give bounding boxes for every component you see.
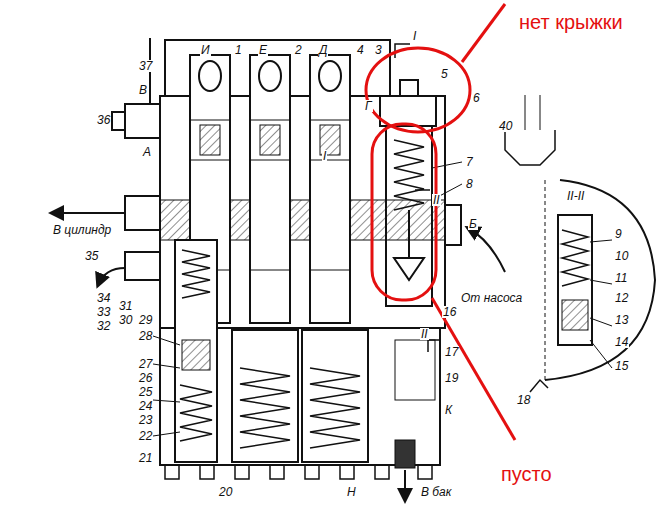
callout-number: И [200, 44, 211, 56]
callout-number: 27 [138, 358, 153, 370]
callout-number: 8 [465, 178, 474, 190]
callout-number: 30 [118, 314, 133, 326]
section-mark: I [412, 30, 417, 42]
callout-number: Г [364, 100, 373, 112]
callout-number: 1 [234, 44, 243, 56]
callout-number: К [444, 404, 453, 416]
callout-number: 6 [472, 92, 481, 104]
callout-number: 12 [614, 292, 629, 304]
callout-number: 3 [374, 44, 383, 56]
callout-number: 9 [614, 228, 623, 240]
callout-number: 40 [498, 120, 513, 132]
callout-number: 28 [138, 330, 153, 342]
callout-number: Б [468, 218, 478, 230]
flow-label: В бак [420, 486, 452, 498]
callout-number: 34 [96, 292, 111, 304]
callout-number: А [142, 146, 152, 158]
annotation-text: нет крыжки [518, 12, 624, 32]
callout-number: 2 [294, 44, 303, 56]
flow-label: В цилиндр [52, 224, 112, 236]
callout-number: 18 [516, 394, 531, 406]
callout-number: 36 [96, 114, 111, 126]
callout-number: 20 [218, 486, 233, 498]
callout-number: Д [318, 44, 328, 56]
callout-number: 5 [440, 68, 449, 80]
callout-number: Е [258, 44, 268, 56]
callout-number: 26 [138, 372, 153, 384]
callout-number: 4 [356, 44, 365, 56]
callout-number: 29 [138, 314, 153, 326]
annotation-text: пусто [500, 464, 553, 484]
callout-number: 19 [444, 372, 459, 384]
callout-number: 17 [444, 346, 459, 358]
section-mark: II [420, 328, 429, 340]
flow-label: От насоса [460, 292, 523, 304]
callout-number: 24 [138, 400, 153, 412]
callout-number: В [138, 84, 148, 96]
section-mark: II-II [566, 190, 585, 202]
callout-number: 35 [84, 250, 99, 262]
callout-number: 13 [614, 314, 629, 326]
callout-number: 7 [465, 156, 474, 168]
callout-number: 16 [442, 306, 457, 318]
callout-number: 33 [96, 306, 111, 318]
callout-number: 37 [138, 60, 153, 72]
callout-number: 11 [614, 272, 628, 284]
callout-number: 15 [614, 360, 629, 372]
callout-number: 14 [614, 336, 629, 348]
section-mark: II [432, 194, 441, 206]
callout-number: 32 [96, 320, 111, 332]
callout-number: 22 [138, 430, 153, 442]
callout-number: 21 [138, 452, 153, 464]
callout-number: Н [346, 486, 357, 498]
callout-number: 31 [118, 300, 133, 312]
callout-number: 10 [614, 250, 629, 262]
section-mark: I [322, 150, 327, 162]
callout-number: 23 [138, 414, 153, 426]
callout-number: 25 [138, 386, 153, 398]
